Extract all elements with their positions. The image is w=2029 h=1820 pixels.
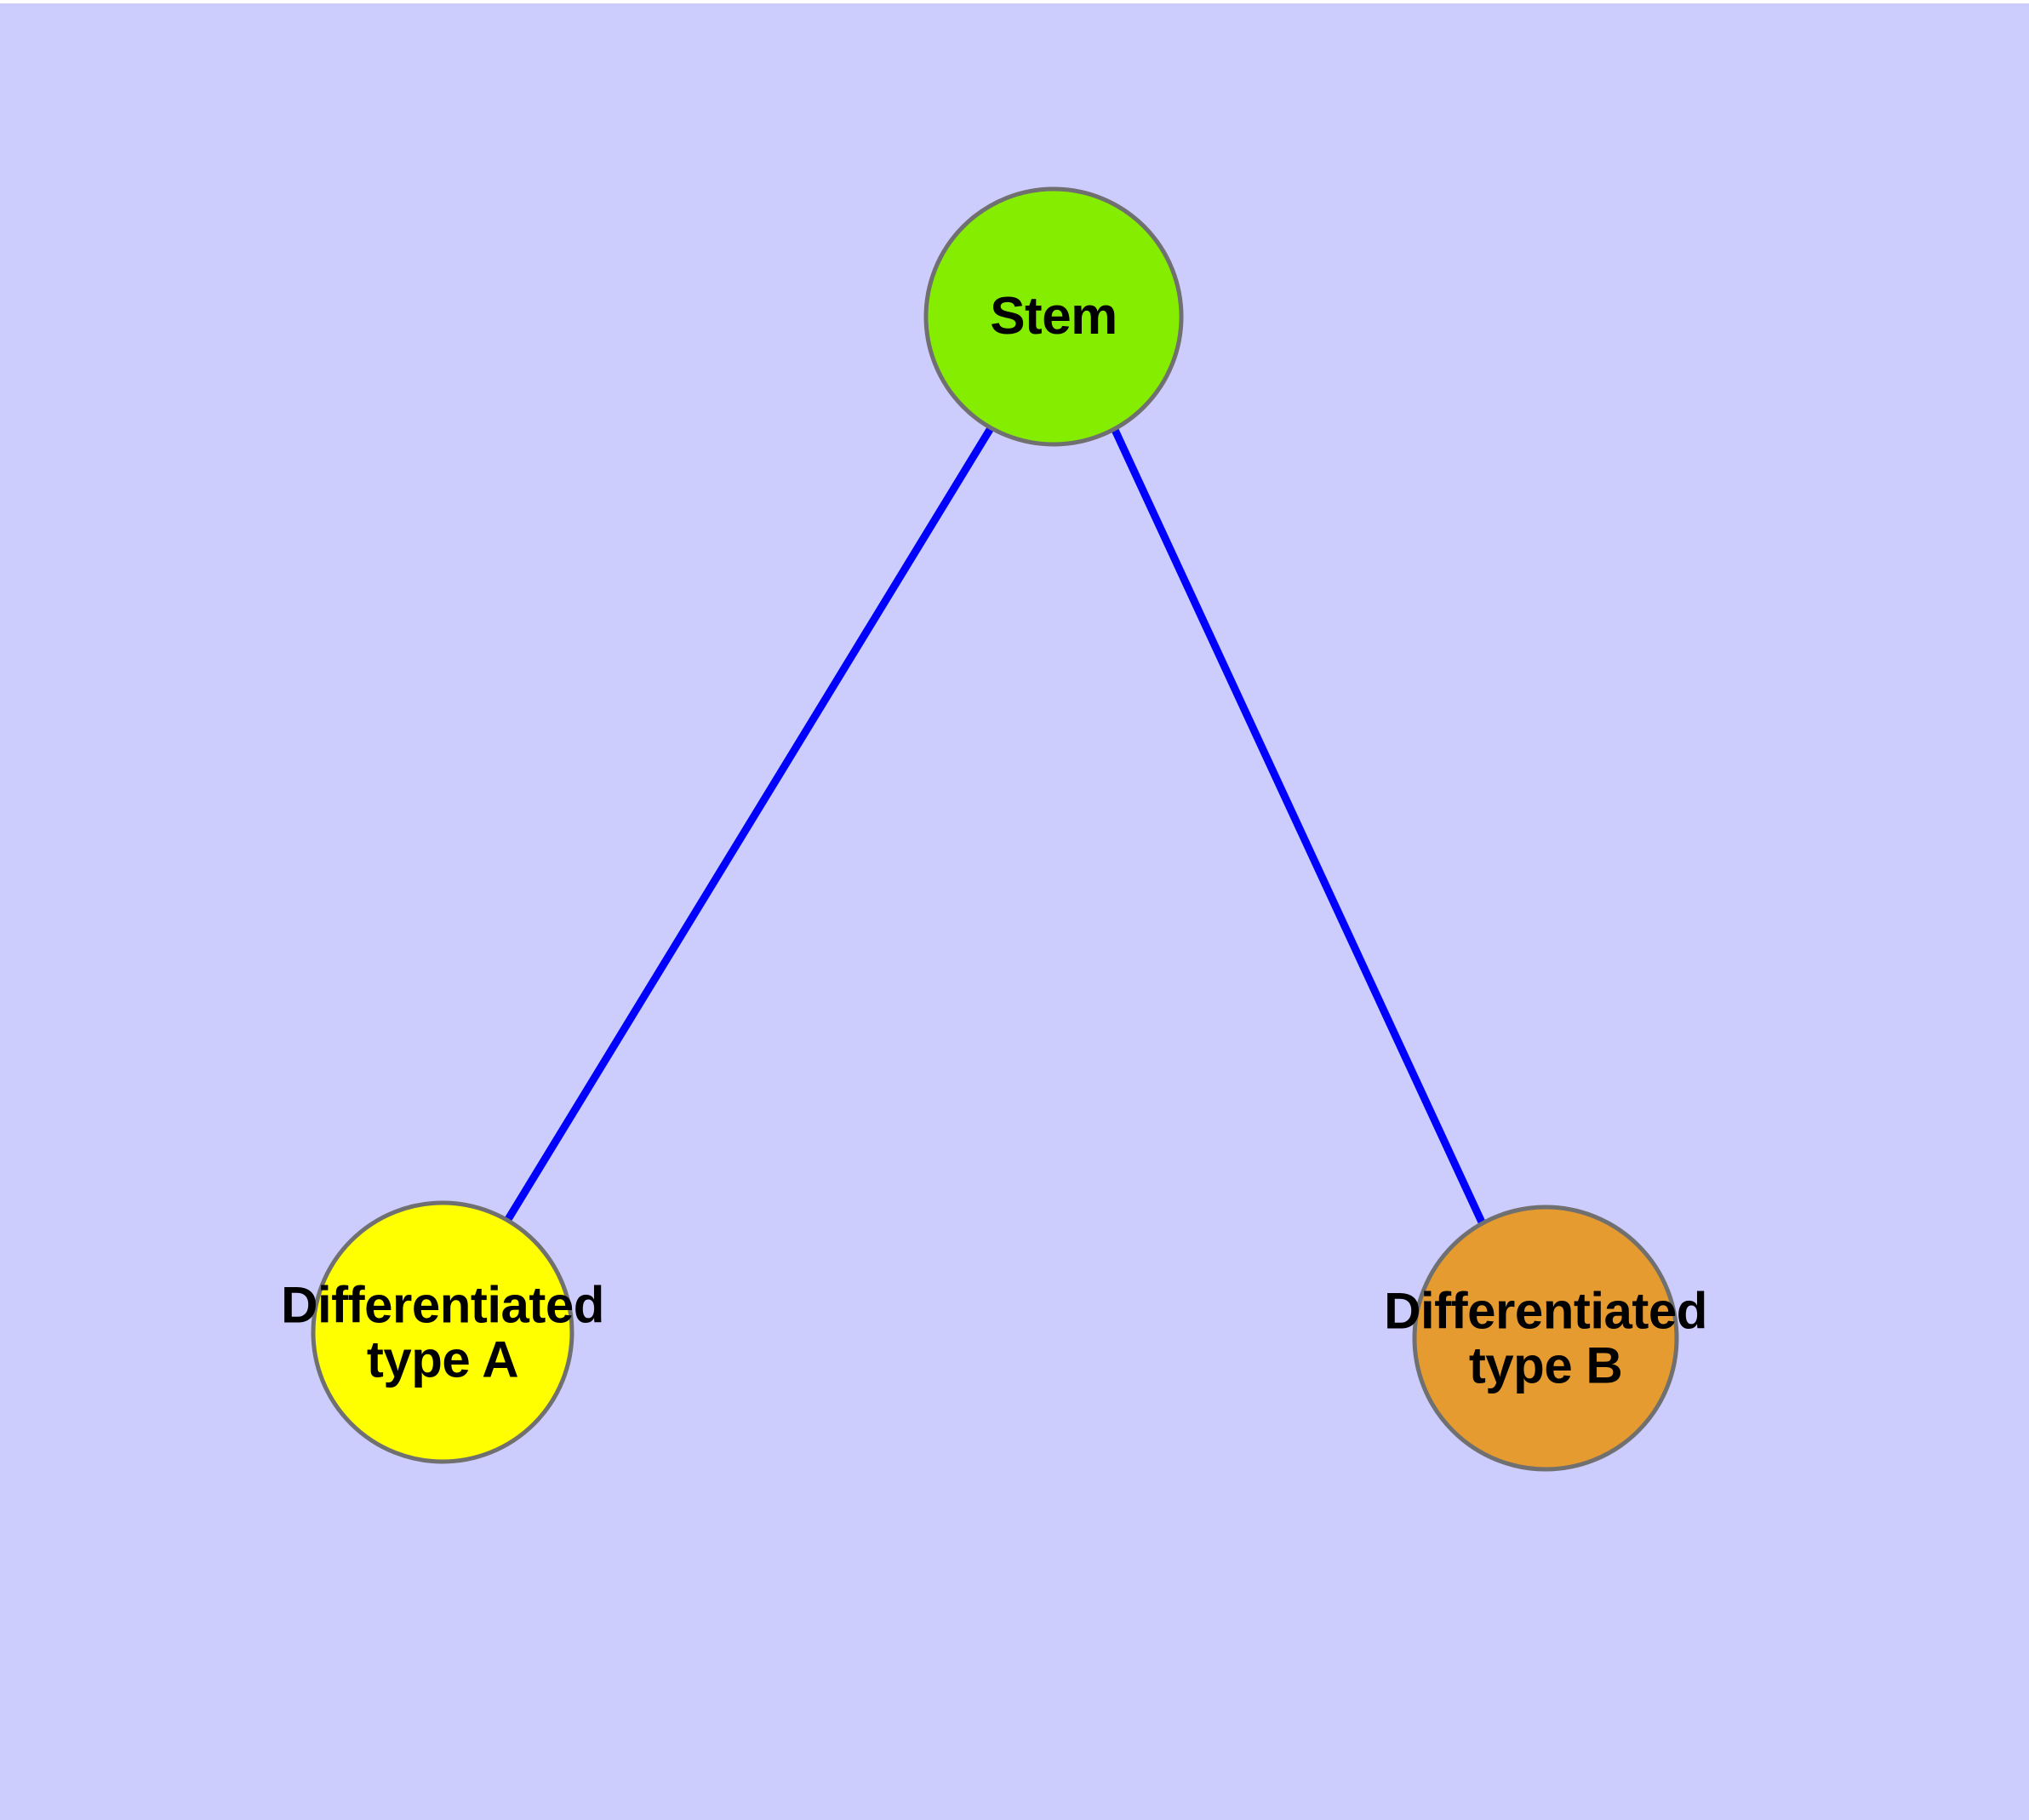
node-differentiated-type-a-circle[interactable] xyxy=(311,1200,574,1464)
edges-group xyxy=(504,426,1488,1228)
node-differentiated-type-b-circle[interactable] xyxy=(1412,1205,1679,1472)
nodes-group xyxy=(311,186,1679,1472)
edge-stem-to-differentiated-type-a xyxy=(504,426,994,1223)
edge-stem-to-differentiated-type-b xyxy=(1111,428,1488,1228)
node-stem-circle[interactable] xyxy=(923,186,1184,447)
